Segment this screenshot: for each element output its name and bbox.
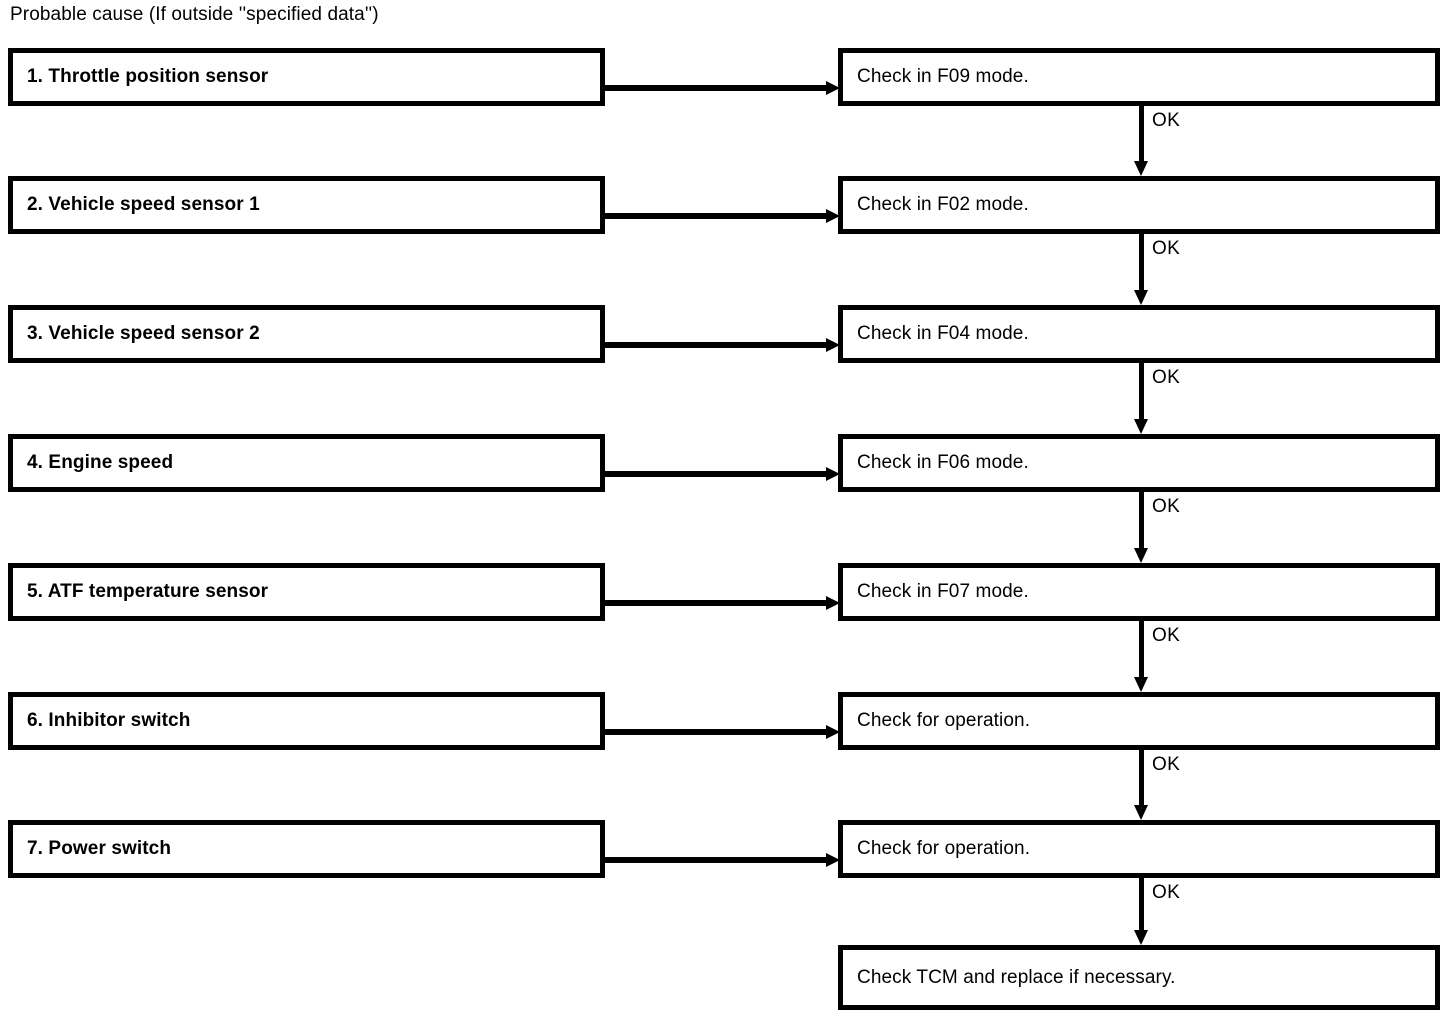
connector-line	[1139, 750, 1144, 806]
connector-check7-to-terminal: OK	[1134, 878, 1181, 945]
check-box-6-label: Check for operation.	[857, 710, 1031, 731]
connector-check1-to-check2: OK	[1134, 106, 1181, 176]
check-box-6[interactable]: Check for operation.	[838, 692, 1440, 750]
cause-box-5-label: 5. ATF temperature sensor	[27, 581, 269, 602]
check-box-4[interactable]: Check in F06 mode.	[838, 434, 1440, 492]
arrowhead-down-icon	[1134, 419, 1148, 434]
connector-line	[1139, 106, 1144, 162]
check-box-7[interactable]: Check for operation.	[838, 820, 1440, 878]
cause-box-3[interactable]: 3. Vehicle speed sensor 2	[8, 305, 605, 363]
arrowhead-right-icon	[826, 725, 840, 739]
cause-box-2-label: 2. Vehicle speed sensor 1	[27, 194, 260, 215]
cause-box-7-label: 7. Power switch	[27, 838, 172, 859]
ok-label-2: OK	[1152, 238, 1181, 259]
check-box-4-label: Check in F06 mode.	[857, 452, 1029, 473]
cause-box-5[interactable]: 5. ATF temperature sensor	[8, 563, 605, 621]
cause-box-1-label: 1. Throttle position sensor	[27, 66, 269, 87]
terminal-box[interactable]: Check TCM and replace if necessary.	[838, 945, 1440, 1010]
connector-line	[1139, 234, 1144, 291]
ok-label-4: OK	[1152, 496, 1181, 517]
connector-check4-to-check5: OK	[1134, 492, 1181, 563]
connector-line	[605, 471, 830, 477]
arrowhead-right-icon	[826, 81, 840, 95]
cause-box-3-label: 3. Vehicle speed sensor 2	[27, 323, 260, 344]
connector-cause-to-check-6	[605, 722, 840, 742]
connector-line	[1139, 878, 1144, 931]
ok-label-7: OK	[1152, 882, 1181, 903]
ok-label-3: OK	[1152, 367, 1181, 388]
check-box-5-label: Check in F07 mode.	[857, 581, 1029, 602]
diagram-caption: Probable cause (If outside ''specified d…	[10, 4, 379, 25]
check-box-5[interactable]: Check in F07 mode.	[838, 563, 1440, 621]
connector-line	[605, 600, 830, 606]
check-box-7-label: Check for operation.	[857, 838, 1031, 859]
arrowhead-right-icon	[826, 338, 840, 352]
check-box-2[interactable]: Check in F02 mode.	[838, 176, 1440, 234]
arrowhead-down-icon	[1134, 548, 1148, 563]
connector-cause-to-check-2	[605, 206, 840, 226]
cause-box-1[interactable]: 1. Throttle position sensor	[8, 48, 605, 106]
connector-line	[605, 729, 830, 735]
arrowhead-down-icon	[1134, 805, 1148, 820]
arrowhead-down-icon	[1134, 161, 1148, 176]
connector-line	[605, 342, 830, 348]
connector-line	[1139, 621, 1144, 678]
arrowhead-right-icon	[826, 853, 840, 867]
ok-label-6: OK	[1152, 754, 1181, 775]
connector-check3-to-check4: OK	[1134, 363, 1181, 434]
connector-check6-to-check7: OK	[1134, 750, 1181, 820]
check-box-3-label: Check in F04 mode.	[857, 323, 1029, 344]
check-box-3[interactable]: Check in F04 mode.	[838, 305, 1440, 363]
connector-cause-to-check-3	[605, 335, 840, 355]
connector-line	[1139, 492, 1144, 549]
cause-box-6[interactable]: 6. Inhibitor switch	[8, 692, 605, 750]
check-box-1[interactable]: Check in F09 mode.	[838, 48, 1440, 106]
arrowhead-down-icon	[1134, 930, 1148, 945]
ok-label-5: OK	[1152, 625, 1181, 646]
cause-box-6-label: 6. Inhibitor switch	[27, 710, 191, 731]
cause-box-4[interactable]: 4. Engine speed	[8, 434, 605, 492]
ok-label-1: OK	[1152, 110, 1181, 131]
cause-box-7[interactable]: 7. Power switch	[8, 820, 605, 878]
connector-cause-to-check-1	[605, 78, 840, 98]
connector-line	[605, 213, 830, 219]
connector-cause-to-check-5	[605, 593, 840, 613]
connector-cause-to-check-7	[605, 850, 840, 870]
terminal-box-label: Check TCM and replace if necessary.	[857, 966, 1176, 988]
cause-box-4-label: 4. Engine speed	[27, 452, 174, 473]
arrowhead-right-icon	[826, 467, 840, 481]
connector-line	[605, 85, 830, 91]
connector-line	[605, 857, 830, 863]
connector-line	[1139, 363, 1144, 420]
arrowhead-right-icon	[826, 209, 840, 223]
connector-cause-to-check-4	[605, 464, 840, 484]
connector-check2-to-check3: OK	[1134, 234, 1181, 305]
check-box-1-label: Check in F09 mode.	[857, 66, 1029, 87]
arrowhead-down-icon	[1134, 290, 1148, 305]
check-box-2-label: Check in F02 mode.	[857, 194, 1029, 215]
arrowhead-down-icon	[1134, 677, 1148, 692]
arrowhead-right-icon	[826, 596, 840, 610]
cause-box-2[interactable]: 2. Vehicle speed sensor 1	[8, 176, 605, 234]
connector-check5-to-check6: OK	[1134, 621, 1181, 692]
